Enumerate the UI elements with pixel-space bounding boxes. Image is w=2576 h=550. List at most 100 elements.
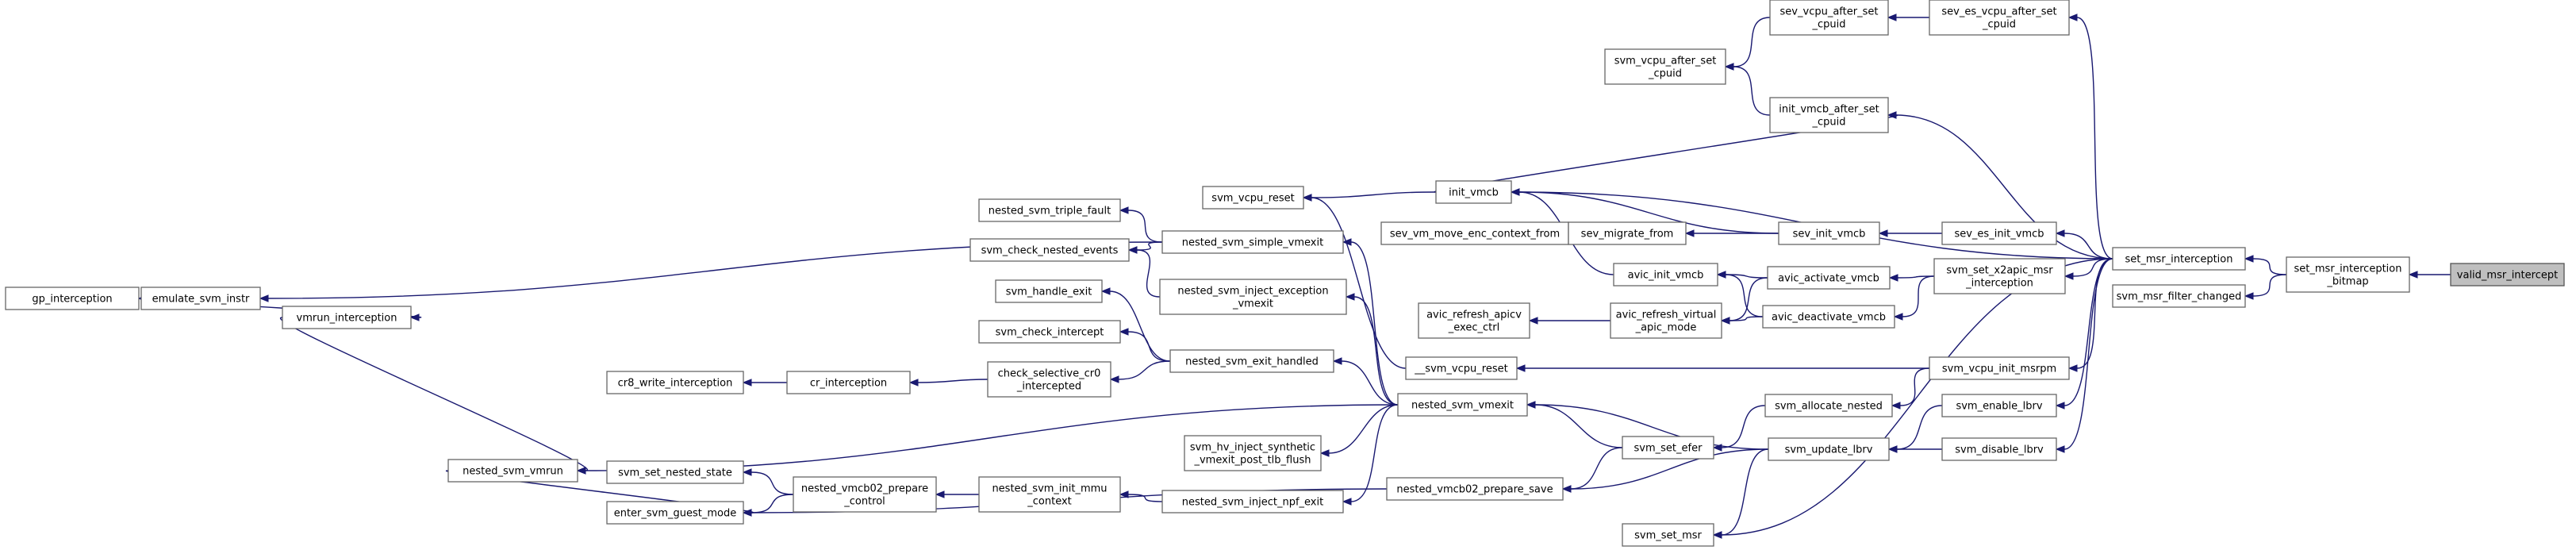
graph-node-update-lbrv[interactable]: svm_update_lbrv	[1768, 437, 1890, 461]
graph-node-check-nested[interactable]: svm_check_nested_events	[969, 238, 1130, 262]
node-box[interactable]	[1386, 477, 1564, 501]
graph-node-alloc-nested[interactable]: svm_allocate_nested	[1764, 394, 1893, 417]
node-box[interactable]	[1622, 436, 1714, 460]
node-box[interactable]	[1169, 349, 1334, 373]
node-box[interactable]	[1929, 0, 2070, 36]
node-box[interactable]	[978, 198, 1121, 222]
graph-node-check-int[interactable]: svm_check_intercept	[978, 320, 1121, 344]
graph-node-init-msrpm[interactable]: svm_vcpu_init_msrpm	[1929, 356, 2070, 380]
node-box[interactable]	[1769, 97, 1889, 133]
graph-node-vcpu-reset[interactable]: svm_vcpu_reset	[1202, 186, 1304, 210]
graph-node-set-efer[interactable]: svm_set_efer	[1622, 436, 1714, 460]
graph-node-migrate[interactable]: sev_migrate_from	[1568, 221, 1687, 245]
graph-node-nested-vmrun[interactable]: nested_svm_vmrun	[447, 459, 578, 483]
graph-node-emu[interactable]: emulate_svm_instr	[140, 287, 261, 310]
graph-node-refresh-virt[interactable]: avic_refresh_virtual_apic_mode	[1610, 302, 1722, 339]
node-box[interactable]	[1622, 523, 1714, 547]
graph-node-prep-ctrl[interactable]: nested_vmcb02_prepare_control	[793, 476, 937, 513]
graph-node-filter[interactable]: svm_msr_filter_changed	[2112, 284, 2246, 308]
graph-node-avic-deact[interactable]: avic_deactivate_vmcb	[1762, 305, 1895, 329]
node-box[interactable]	[1778, 221, 1880, 245]
node-box[interactable]	[1941, 221, 2057, 245]
node-box[interactable]	[978, 476, 1121, 513]
graph-node-prep-save[interactable]: nested_vmcb02_prepare_save	[1386, 477, 1564, 501]
graph-node-exit-handled[interactable]: nested_svm_exit_handled	[1169, 349, 1334, 373]
node-box[interactable]	[2450, 263, 2565, 287]
node-box[interactable]	[1769, 0, 1889, 36]
node-box[interactable]	[1762, 305, 1895, 329]
node-box[interactable]	[1418, 302, 1530, 339]
graph-node-init-after[interactable]: init_vmcb_after_set_cpuid	[1769, 97, 1889, 133]
graph-node-guest-mode[interactable]: enter_svm_guest_mode	[606, 501, 744, 525]
graph-node-triple[interactable]: nested_svm_triple_fault	[978, 198, 1121, 222]
graph-node-vcpu-after[interactable]: svm_vcpu_after_set_cpuid	[1604, 48, 1726, 85]
node-box[interactable]	[1941, 394, 2057, 417]
graph-node-check-sel[interactable]: check_selective_cr0_intercepted	[987, 361, 1111, 398]
node-box[interactable]	[606, 460, 744, 484]
node-box[interactable]	[1768, 437, 1890, 461]
node-box[interactable]	[606, 371, 744, 394]
graph-node---reset[interactable]: __svm_vcpu_reset	[1405, 356, 1518, 380]
graph-node-gp[interactable]: gp_interception	[5, 287, 140, 310]
node-box[interactable]	[2112, 284, 2246, 308]
graph-node-move-enc[interactable]: sev_vm_move_enc_context_from	[1380, 221, 1569, 245]
graph-node-set-msr[interactable]: svm_set_msr	[1622, 523, 1714, 547]
graph-node-sev-es-init[interactable]: sev_es_init_vmcb	[1941, 221, 2057, 245]
graph-node-sev-after[interactable]: sev_vcpu_after_set_cpuid	[1769, 0, 1889, 36]
graph-node-x2apic[interactable]: svm_set_x2apic_msr_interception	[1933, 258, 2066, 294]
node-box[interactable]	[1933, 258, 2066, 294]
node-box[interactable]	[1184, 435, 1322, 471]
graph-node-avic-init[interactable]: avic_init_vmcb	[1613, 263, 1718, 287]
graph-node-valid[interactable]: valid_msr_intercept	[2450, 263, 2565, 287]
node-box[interactable]	[995, 279, 1103, 303]
graph-node-inj-exc[interactable]: nested_svm_inject_exception_vmexit	[1159, 279, 1347, 315]
node-box[interactable]	[786, 371, 911, 394]
graph-node-mmu[interactable]: nested_svm_init_mmu_context	[978, 476, 1121, 513]
graph-node-set-nested[interactable]: svm_set_nested_state	[606, 460, 744, 484]
graph-node-vmexit[interactable]: nested_svm_vmexit	[1397, 393, 1528, 417]
node-box[interactable]	[1764, 394, 1893, 417]
node-box[interactable]	[1161, 490, 1344, 513]
node-box[interactable]	[1604, 48, 1726, 85]
node-box[interactable]	[987, 361, 1111, 398]
node-box[interactable]	[282, 306, 412, 329]
node-box[interactable]	[447, 459, 578, 483]
graph-node-set-msr-int[interactable]: set_msr_interception	[2112, 247, 2246, 271]
graph-node-handle-exit[interactable]: svm_handle_exit	[995, 279, 1103, 303]
graph-node-bitmap[interactable]: set_msr_interception_bitmap	[2286, 256, 2410, 293]
node-box[interactable]	[1161, 230, 1344, 254]
node-box[interactable]	[1435, 180, 1512, 204]
node-box[interactable]	[1929, 356, 2070, 380]
node-box[interactable]	[1159, 279, 1347, 315]
node-box[interactable]	[1568, 221, 1687, 245]
node-box[interactable]	[140, 287, 261, 310]
graph-node-apicv[interactable]: avic_refresh_apicv_exec_ctrl	[1418, 302, 1530, 339]
node-box[interactable]	[1202, 186, 1304, 210]
node-box[interactable]	[1613, 263, 1718, 287]
graph-node-cr8[interactable]: cr8_write_interception	[606, 371, 744, 394]
graph-node-vmrun-int[interactable]: vmrun_interception	[282, 306, 412, 329]
graph-node-init-vmcb[interactable]: init_vmcb	[1435, 180, 1512, 204]
node-box[interactable]	[1380, 221, 1569, 245]
node-box[interactable]	[2286, 256, 2410, 293]
node-box[interactable]	[1397, 393, 1528, 417]
node-box[interactable]	[1610, 302, 1722, 339]
node-box[interactable]	[1405, 356, 1518, 380]
node-box[interactable]	[606, 501, 744, 525]
node-box[interactable]	[2112, 247, 2246, 271]
graph-node-hv-inject[interactable]: svm_hv_inject_synthetic_vmexit_post_tlb_…	[1184, 435, 1322, 471]
node-box[interactable]	[969, 238, 1130, 262]
graph-node-avic-act[interactable]: avic_activate_vmcb	[1767, 266, 1891, 290]
graph-node-enable-lbrv[interactable]: svm_enable_lbrv	[1941, 394, 2057, 417]
graph-node-sev-init[interactable]: sev_init_vmcb	[1778, 221, 1880, 245]
graph-node-npf[interactable]: nested_svm_inject_npf_exit	[1161, 490, 1344, 513]
node-box[interactable]	[793, 476, 937, 513]
graph-node-disable-lbrv[interactable]: svm_disable_lbrv	[1941, 437, 2057, 461]
node-box[interactable]	[1941, 437, 2057, 461]
graph-node-cr[interactable]: cr_interception	[786, 371, 911, 394]
node-box[interactable]	[978, 320, 1121, 344]
node-box[interactable]	[5, 287, 140, 310]
graph-node-sev-es-after[interactable]: sev_es_vcpu_after_set_cpuid	[1929, 0, 2070, 36]
graph-node-simple-vmexit[interactable]: nested_svm_simple_vmexit	[1161, 230, 1344, 254]
node-box[interactable]	[1767, 266, 1891, 290]
